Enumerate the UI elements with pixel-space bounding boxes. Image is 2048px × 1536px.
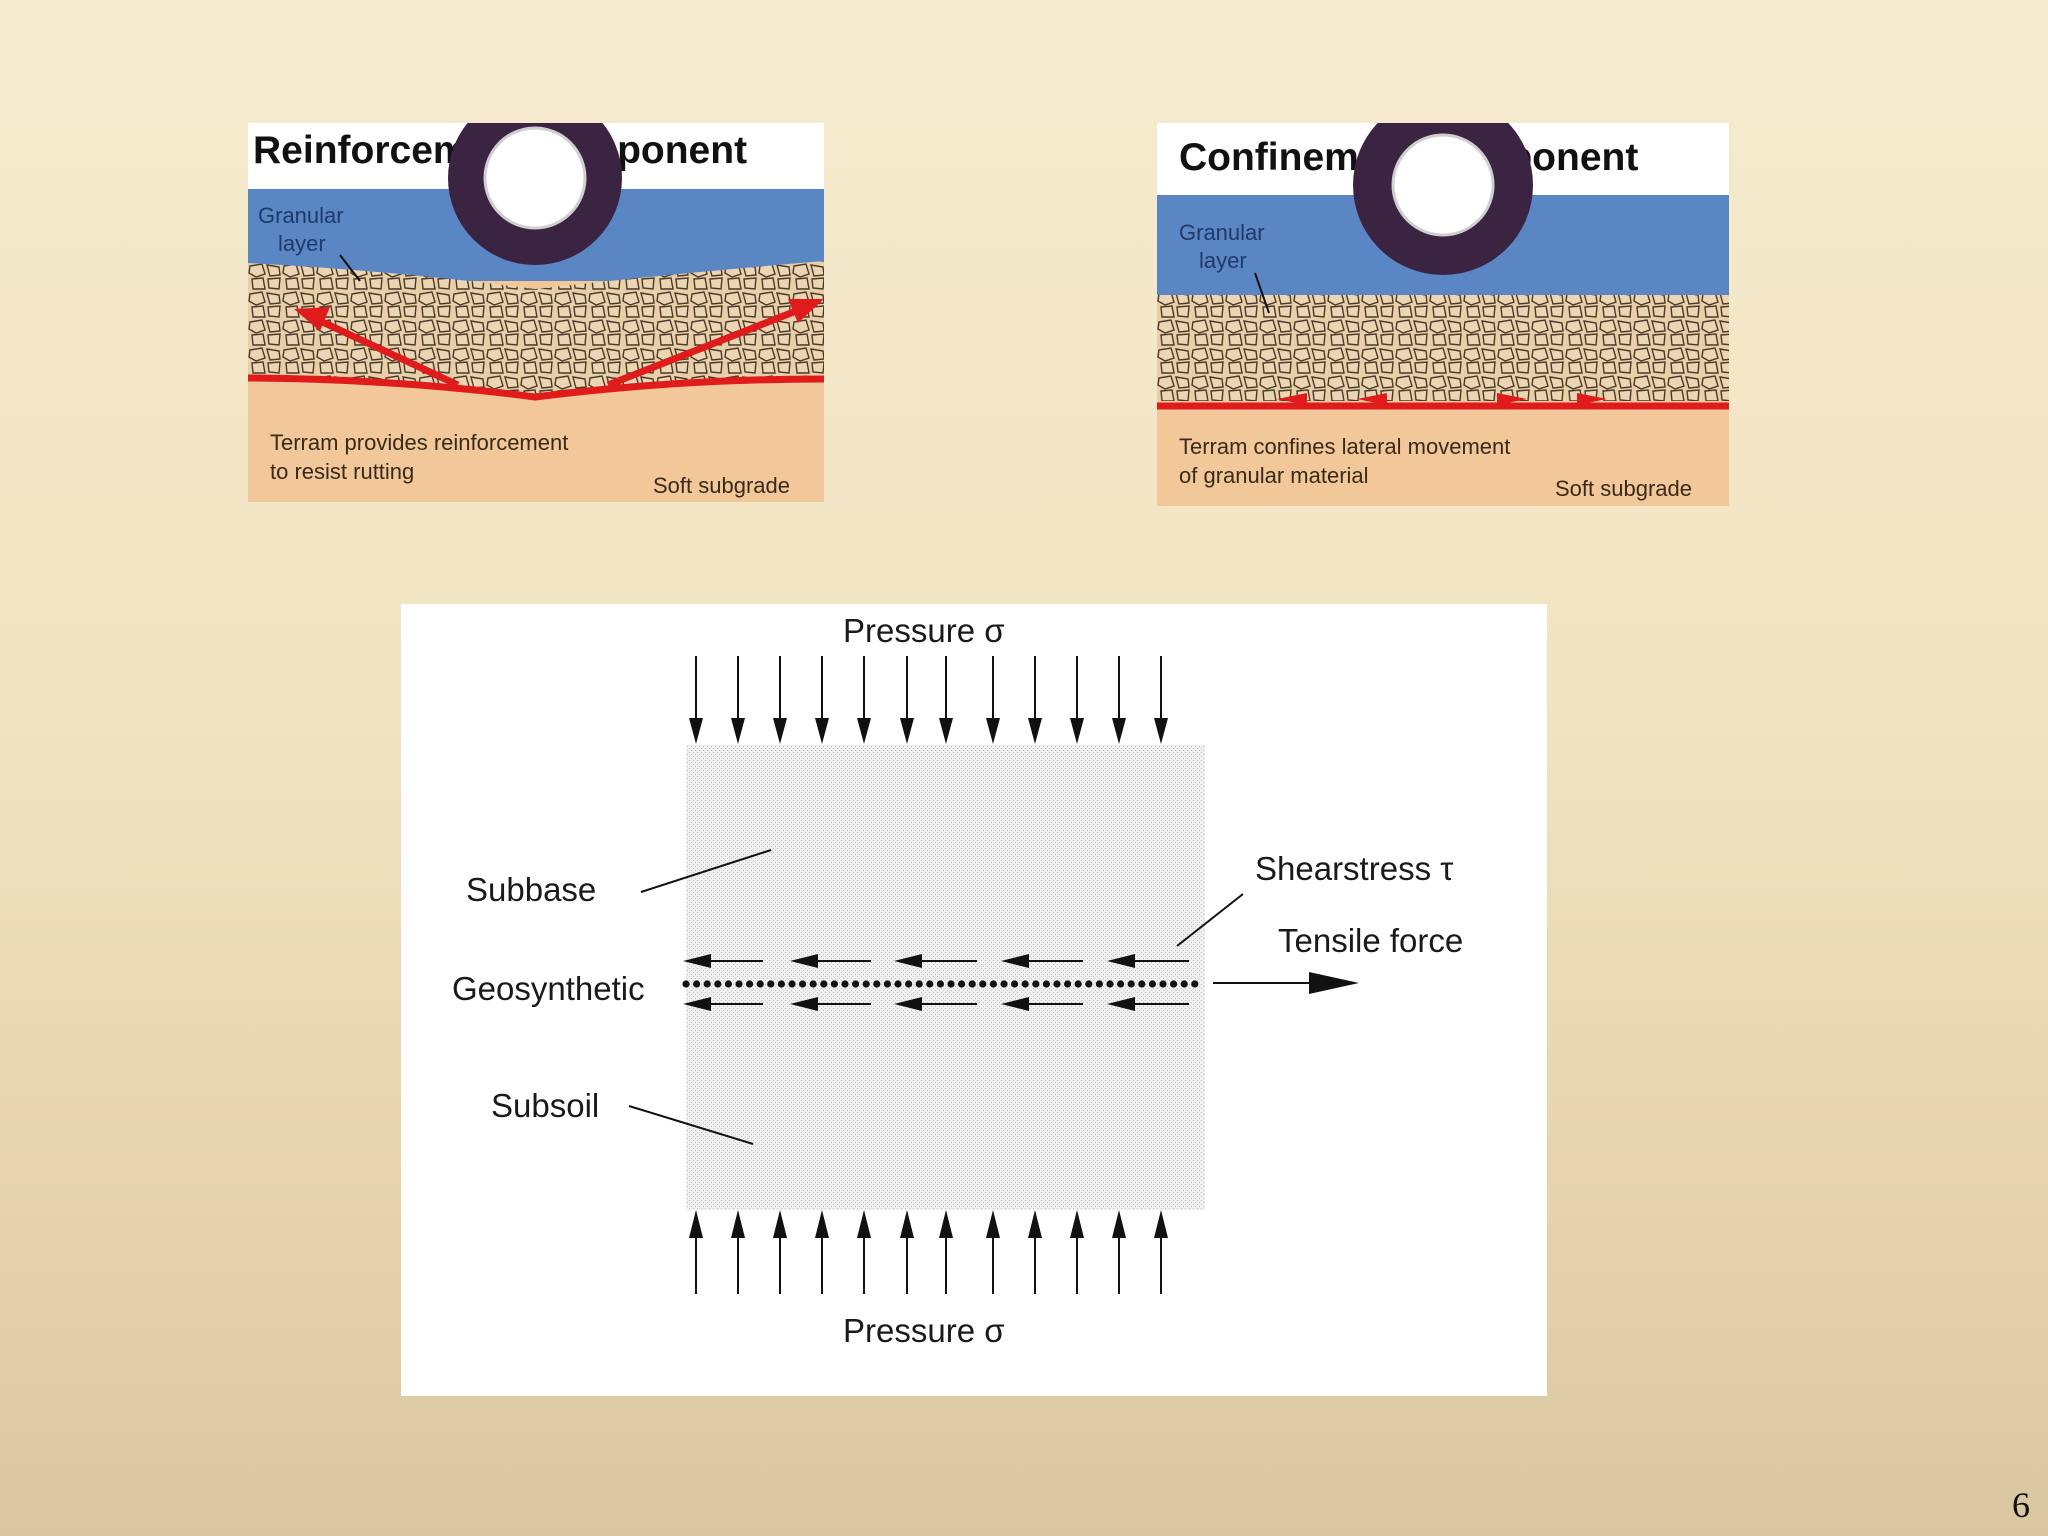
soft-subgrade-label: Soft subgrade [1555,476,1692,501]
pressure-arrow-up-icon [900,1210,914,1294]
shear-arrow-left-icon [894,954,977,968]
geosynthetic-mechanics-diagram: Pressure σ Pressure σ Subbase Geosynthet… [401,604,1547,1396]
reinforcement-component-panel: Reinforcement component Granular layer T… [248,123,824,502]
pressure-arrow-down-icon [731,656,745,744]
pressure-arrow-down-icon [1070,656,1084,744]
pressure-arrow-up-icon [731,1210,745,1294]
granular-label-line2: layer [278,231,326,256]
soil-column [686,745,1205,1210]
pressure-arrow-up-icon [986,1210,1000,1294]
shearstress-label: Shearstress τ [1255,850,1453,887]
geosynthetic-label: Geosynthetic [452,970,645,1007]
tensile-force-arrow-icon [1309,972,1359,994]
granular-label-line1: Granular [1179,220,1265,245]
subsoil-label: Subsoil [491,1087,599,1124]
subbase-label: Subbase [466,871,596,908]
shear-stress-arrows [683,954,1189,1011]
pressure-arrow-down-icon [773,656,787,744]
shear-arrow-left-icon [894,997,977,1011]
shear-arrow-left-icon [1001,997,1083,1011]
subbase-leader-line [640,849,772,893]
pressure-arrow-up-icon [1112,1210,1126,1294]
pressure-bottom-label: Pressure σ [843,1312,1005,1349]
pressure-top-label: Pressure σ [843,612,1005,649]
geotextile-line [248,374,824,401]
pressure-arrow-up-icon [1154,1210,1168,1294]
pressure-arrow-up-icon [815,1210,829,1294]
shear-arrow-left-icon [790,997,871,1011]
pressure-arrow-up-icon [939,1210,953,1294]
arrow-left-icon [294,307,330,331]
pressure-arrow-down-icon [939,656,953,744]
pressure-arrow-down-icon [689,656,703,744]
granular-label-line2: layer [1199,248,1247,273]
pressure-arrow-up-icon [857,1210,871,1294]
confinement-caption-line2: of granular material [1179,463,1369,488]
pressure-arrow-down-icon [1154,656,1168,744]
pressure-arrow-down-icon [857,656,871,744]
granular-label-line1: Granular [258,203,344,228]
top-pressure-arrows [689,656,1168,744]
shearstress-leader-line [1176,893,1244,947]
pressure-arrow-up-icon [1028,1210,1042,1294]
geosynthetic-layer [682,980,1199,988]
pressure-arrow-down-icon [1028,656,1042,744]
shear-arrow-left-icon [683,954,763,968]
confinement-caption-line1: Terram confines lateral movement [1179,434,1510,459]
pressure-arrow-down-icon [1112,656,1126,744]
shear-arrow-left-icon [790,954,871,968]
reinforcement-caption-line1: Terram provides reinforcement [270,430,568,455]
shear-arrow-left-icon [1107,954,1189,968]
pressure-arrow-down-icon [815,656,829,744]
shear-arrow-left-icon [683,997,763,1011]
pressure-arrow-up-icon [773,1210,787,1294]
reinforcement-caption-line2: to resist rutting [270,459,414,484]
arrow-right-icon [788,299,824,323]
pressure-arrow-up-icon [1070,1210,1084,1294]
pressure-arrow-down-icon [900,656,914,744]
slide-number: 6 [2012,1485,2030,1525]
shear-arrow-left-icon [1001,954,1083,968]
pressure-arrow-up-icon [689,1210,703,1294]
confinement-component-panel: Confinement component Granular layer Ter… [1157,123,1729,506]
shear-arrow-left-icon [1107,997,1189,1011]
tensile-force-label: Tensile force [1278,922,1463,959]
subsoil-leader-line [628,1105,754,1145]
soft-subgrade-label: Soft subgrade [653,473,790,498]
bottom-pressure-arrows [689,1210,1168,1294]
pressure-arrow-down-icon [986,656,1000,744]
